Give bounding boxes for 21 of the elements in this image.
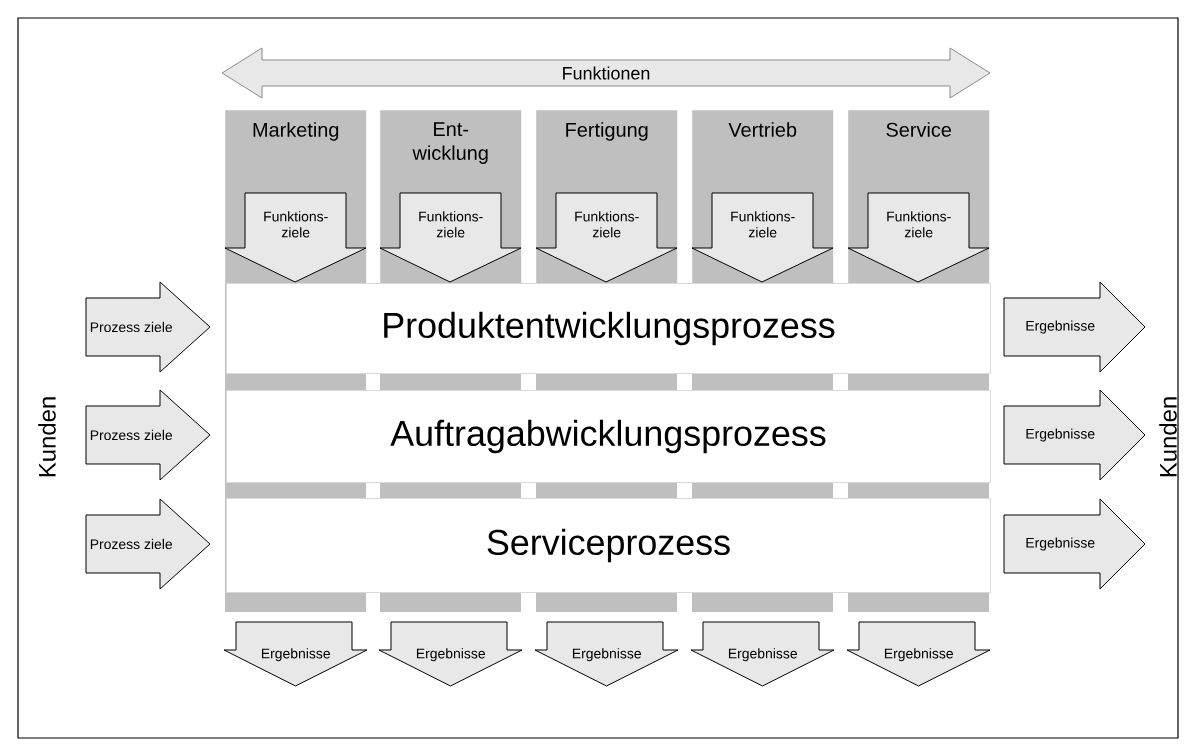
pointer-box: Ergebnisse (1003, 281, 1146, 373)
pointer-box: Ergebnisse (378, 621, 523, 687)
pointer-box: Ergebnisse (1003, 498, 1146, 590)
pointer-box: Ergebnisse (534, 621, 679, 687)
pointer-box: Prozess ziele (85, 281, 211, 373)
pointer-box: Funktions- ziele (379, 192, 522, 283)
pointer-box: Funktions- ziele (224, 192, 367, 283)
pointer-box: Funktions- ziele (691, 192, 834, 283)
pointer-box: Ergebnisse (1003, 389, 1146, 481)
pointer-box: Funktions- ziele (535, 192, 678, 283)
pointer-box: Prozess ziele (85, 389, 211, 481)
pointer-box: Prozess ziele (85, 498, 211, 590)
process-band: Serviceprozess (226, 498, 991, 593)
process-band: Auftragabwicklungsprozess (226, 390, 991, 483)
process-band: Produktentwicklungsprozess (226, 283, 991, 374)
side-label: Kunden (38, 397, 56, 477)
pointer-box: Ergebnisse (690, 621, 835, 687)
pointer-box: Ergebnisse (846, 621, 991, 687)
side-label: Kunden (1159, 397, 1177, 477)
pointer-box: Ergebnisse (223, 621, 368, 687)
pointer-box: Funktions- ziele (847, 192, 990, 283)
